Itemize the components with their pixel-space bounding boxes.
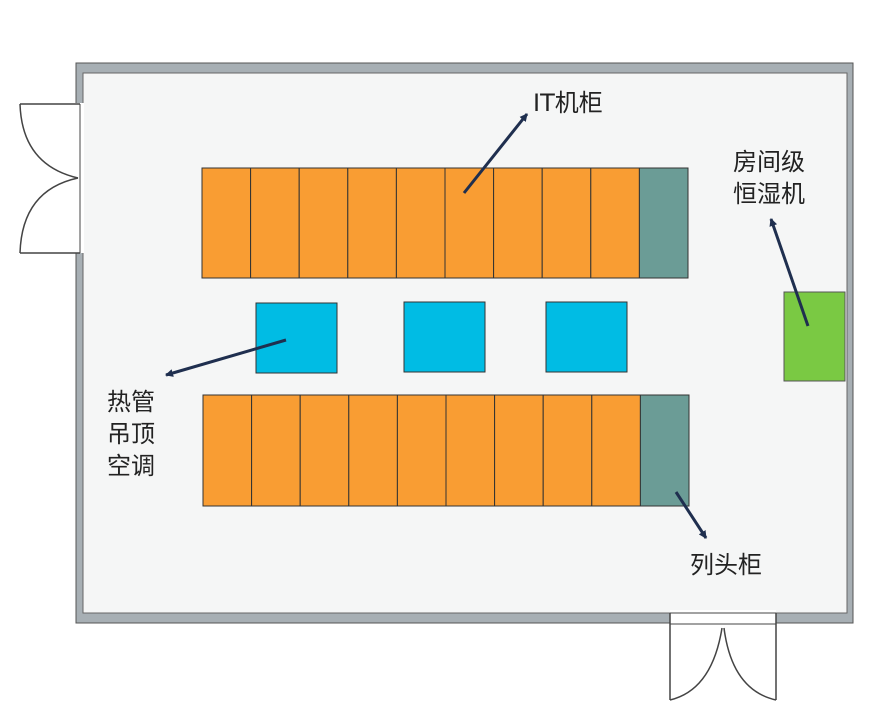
ceiling-ac-unit — [545, 301, 628, 373]
it-rack — [493, 167, 543, 279]
it-rack — [541, 167, 592, 279]
arrow-humidifier — [769, 218, 810, 327]
label-ac-line1: 热管 — [107, 388, 155, 416]
it-rack — [202, 394, 253, 507]
it-rack — [298, 167, 349, 279]
it-rack — [591, 394, 641, 507]
it-rack — [347, 167, 397, 279]
arrow-row-head — [674, 491, 708, 539]
it-rack — [590, 167, 640, 279]
ceiling-ac-unit — [403, 301, 486, 373]
label-humidifier-line1: 房间级 — [733, 148, 805, 176]
rack-rows — [201, 167, 690, 507]
it-rack — [348, 394, 398, 507]
bottom-door — [669, 610, 777, 701]
row-head-cabinet — [639, 394, 690, 507]
label-ac-line2: 吊顶 — [107, 420, 155, 448]
label-it-rack: IT机柜 — [533, 89, 603, 117]
ceiling-ac-unit — [255, 302, 338, 374]
it-rack — [299, 394, 350, 507]
it-rack — [250, 167, 300, 279]
it-rack — [445, 394, 496, 507]
it-rack — [251, 394, 301, 507]
ceiling-ac-units — [255, 301, 628, 374]
room-humidifier — [783, 291, 846, 382]
arrow-it-rack — [462, 113, 529, 194]
label-ac-line3: 空调 — [107, 452, 155, 480]
it-rack — [201, 167, 252, 279]
it-rack — [542, 394, 593, 507]
arrow-ceiling-ac — [165, 338, 287, 377]
label-row-head: 列头柜 — [690, 551, 762, 579]
it-rack — [396, 394, 447, 507]
left-door — [19, 103, 84, 254]
label-humidifier-line2: 恒湿机 — [733, 180, 805, 208]
row-head-cabinet — [638, 167, 689, 279]
it-rack — [395, 167, 446, 279]
it-rack — [494, 394, 544, 507]
